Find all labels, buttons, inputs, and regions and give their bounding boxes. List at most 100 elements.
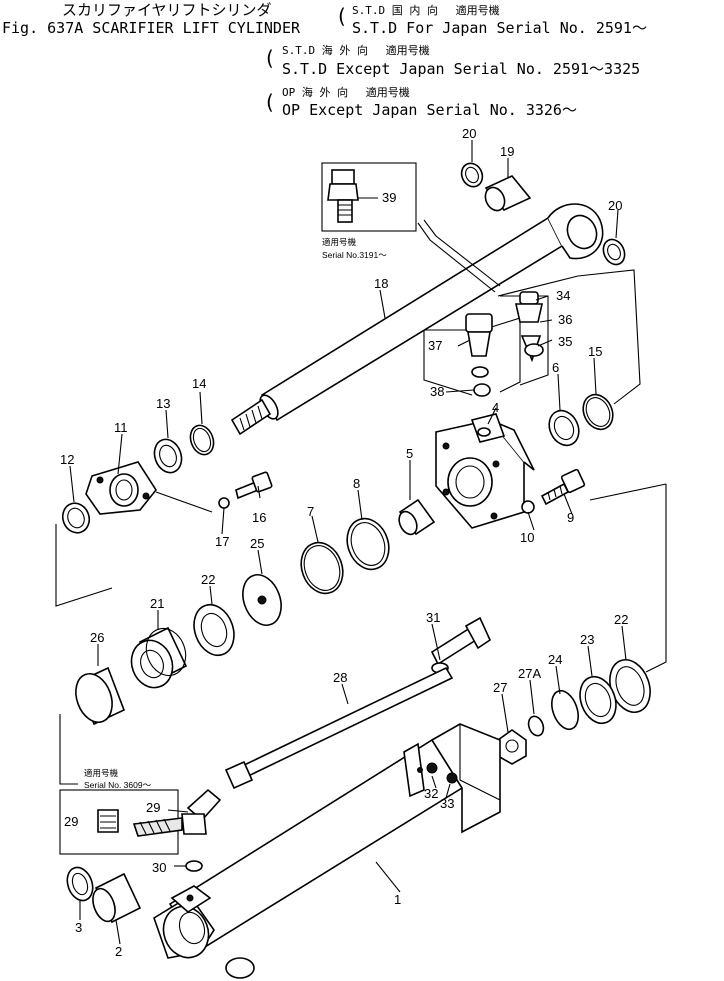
callout-label: 1 [394,892,401,907]
applicability-3-jp: OP 海 外 向 適用号機 [282,86,410,99]
applicability-2-en: S.T.D Except Japan Serial No. 2591～3325 [282,60,641,78]
callout-label: 9 [567,510,574,525]
flange-11 [85,461,157,515]
callout-label: 4 [492,400,499,415]
washer-10 [521,500,535,514]
washer-27a [527,715,545,737]
snap-ring-24 [551,689,579,731]
callout-label: 20 [608,198,622,213]
callout-label: 12 [60,452,74,467]
applicability-1-en: S.T.D For Japan Serial No. 2591～ [352,19,647,37]
applicability-1-jp: S.T.D 国 内 向 適用号機 [352,4,500,17]
brace-open: ( [266,46,274,70]
seal-20-right [602,238,626,266]
grease-fitting-group [423,291,549,396]
piston-rod [230,203,604,436]
callout-label: 13 [156,396,170,411]
figure-title: Fig. 637A SCARIFIER LIFT CYLINDER [2,19,301,37]
callout-label: 34 [556,288,570,303]
callout-leaders [69,140,627,945]
callout-label: 29 [146,800,160,815]
callout-label: 21 [150,596,164,611]
callout-label: 16 [252,510,266,525]
callout-label: 24 [548,652,562,667]
inset-39-caption-serial: Serial No.3191～ [322,250,387,260]
inset-29-caption-serial: Serial No. 3609～ [84,780,152,790]
callout-labels: 1 2 3 4 5 6 7 8 9 10 11 12 13 14 15 16 1… [60,126,628,959]
callout-label: 36 [558,312,572,327]
bushing-5 [398,498,436,536]
nut-27 [497,729,527,765]
applicability-2-jp: S.T.D 海 外 向 適用号機 [282,44,430,57]
callout-label: 6 [552,360,559,375]
callout-label: 7 [307,504,314,519]
seal-3 [66,866,94,902]
callout-label: 27A [518,666,541,681]
seal-20-bottom [225,957,255,979]
clevis-end [153,885,215,959]
bolt-9 [540,468,586,506]
callout-label: 26 [90,630,104,645]
callout-label: 2 [115,944,122,959]
callout-label: 28 [333,670,347,685]
callout-label: 37 [428,338,442,353]
pipe-28 [224,666,454,790]
callout-label: 3 [75,920,82,935]
bushing-19 [484,175,532,212]
seal-23 [579,675,617,725]
pipe-31 [430,616,492,674]
callout-label: 14 [192,376,206,391]
seal-6 [548,409,580,447]
callout-label: 20 [462,126,476,141]
inset-29-caption-jp: 適用号機 [84,768,119,778]
elbow-fitting-29 [181,788,222,835]
callout-label: 29 [64,814,78,829]
washer-17 [218,497,230,509]
ring-26 [75,666,126,726]
seal-15 [582,393,614,431]
bolt-16 [235,471,273,500]
bushing-2 [92,872,142,924]
callout-label: 38 [430,384,444,399]
callout-label: 22 [201,572,215,587]
callout-label: 11 [114,420,128,435]
seal-13 [153,438,183,474]
piston-21 [130,626,188,689]
callout-label: 10 [520,530,534,545]
o-ring-38 [473,383,491,397]
brace-open: ( [338,4,346,28]
seal-20-top [460,162,484,188]
applicability-3-en: OP Except Japan Serial No. 3326～ [282,101,577,119]
callout-label: 18 [374,276,388,291]
brace-open: ( [266,90,274,114]
callout-label: 8 [353,476,360,491]
inset-fitting-39 [321,162,501,293]
o-ring-30 [185,860,203,872]
callout-label: 30 [152,860,166,875]
title-japanese: スカリファイヤリフトシリンダ [62,1,272,19]
callout-label: 35 [558,334,572,349]
callout-label: 15 [588,344,602,359]
ring-14 [189,424,215,456]
cylinder-head [435,413,535,529]
callout-label: 27 [493,680,507,695]
cylinder-tube [168,723,501,952]
callout-label: 32 [424,786,438,801]
callout-label: 31 [426,610,440,625]
callout-label: 33 [440,796,454,811]
seal-12 [61,502,91,534]
callout-label: 23 [580,632,594,647]
callout-label: 39 [382,190,396,205]
callout-label: 19 [500,144,514,159]
callout-label: 25 [250,536,264,551]
leader-bracket [55,524,113,607]
callout-label: 5 [406,446,413,461]
callout-label: 22 [614,612,628,627]
callout-label: 17 [215,534,229,549]
ring-8 [346,517,390,571]
ring-7 [300,541,344,595]
seal-22-left [193,603,235,657]
inset-39-caption-jp: 適用号機 [322,237,357,247]
